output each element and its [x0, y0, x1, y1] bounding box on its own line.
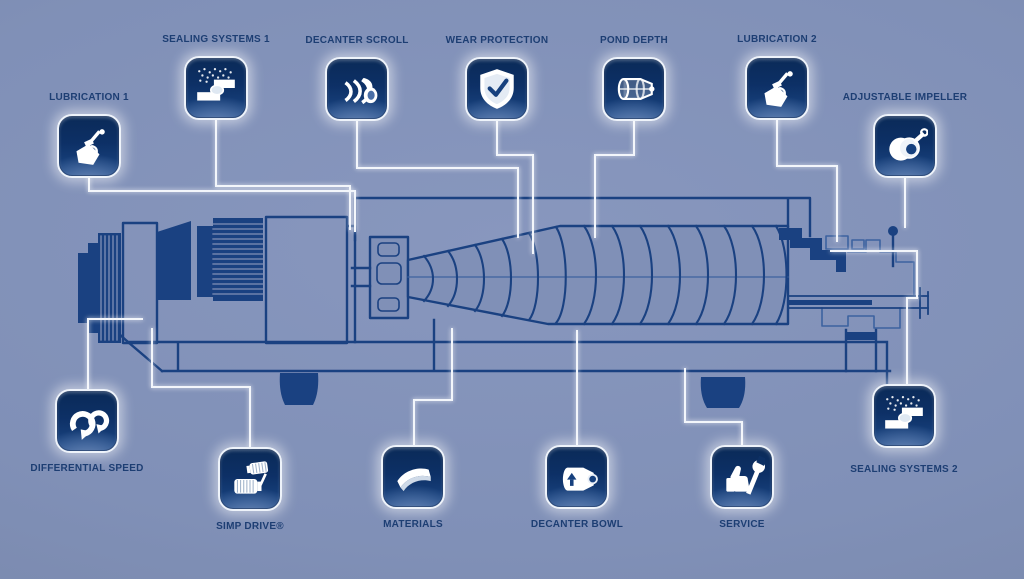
line-service [684, 368, 743, 446]
line-wear-protection [496, 119, 534, 254]
feature-wear-protection[interactable]: WEAR PROTECTION [427, 35, 567, 121]
feature-sealing-systems-1[interactable]: SEALING SYSTEMS 1 [146, 34, 286, 120]
motors-icon[interactable] [218, 447, 282, 511]
feature-label: SEALING SYSTEMS 2 [850, 464, 958, 475]
feature-label: LUBRICATION 2 [737, 34, 817, 45]
feature-sealing-systems-2[interactable]: SEALING SYSTEMS 2 [834, 384, 974, 476]
line-lubrication-2 [776, 118, 838, 242]
feature-service[interactable]: SERVICE [672, 445, 812, 531]
line-sealing-systems-2 [830, 250, 918, 386]
thumb-wrench-icon[interactable] [710, 445, 774, 509]
auger-icon[interactable] [325, 57, 389, 121]
line-materials [413, 328, 453, 446]
bowl-drum-icon[interactable] [602, 57, 666, 121]
line-lubrication-1 [88, 176, 356, 232]
feature-label: ADJUSTABLE IMPELLER [842, 92, 968, 103]
feature-decanter-scroll[interactable]: DECANTER SCROLL [287, 35, 427, 121]
line-sealing-systems-1 [215, 118, 351, 230]
feature-label: SEALING SYSTEMS 1 [162, 34, 270, 45]
sheet-icon[interactable] [381, 445, 445, 509]
feature-label: POND DEPTH [599, 35, 669, 46]
feature-label: WEAR PROTECTION [445, 35, 549, 46]
feature-materials[interactable]: MATERIALS [343, 445, 483, 531]
line-differential-speed [87, 318, 143, 390]
oil-can-icon[interactable] [745, 56, 809, 120]
feature-adjustable-impeller[interactable]: ADJUSTABLE IMPELLER [835, 92, 975, 178]
feature-lubrication-1[interactable]: LUBRICATION 1 [19, 92, 159, 178]
seal-icon[interactable] [872, 384, 936, 448]
bowl-arrow-icon[interactable] [545, 445, 609, 509]
feature-pond-depth[interactable]: POND DEPTH [564, 35, 704, 121]
feature-label: DECANTER BOWL [530, 519, 624, 530]
shield-check-icon[interactable] [465, 57, 529, 121]
line-simp-drive [151, 328, 251, 448]
feature-label: DIFFERENTIAL SPEED [30, 463, 144, 474]
seal-icon[interactable] [184, 56, 248, 120]
oil-can-icon[interactable] [57, 114, 121, 178]
line-decanter-scroll [356, 119, 519, 238]
feature-decanter-bowl[interactable]: DECANTER BOWL [507, 445, 647, 531]
impeller-icon[interactable] [873, 114, 937, 178]
feature-label: SERVICE [719, 519, 765, 530]
rotation-arrows-icon[interactable] [55, 389, 119, 453]
feature-label: LUBRICATION 1 [49, 92, 129, 103]
feature-differential-speed[interactable]: DIFFERENTIAL SPEED [17, 389, 157, 475]
feature-label: MATERIALS [383, 519, 443, 530]
feature-label: DECANTER SCROLL [305, 35, 409, 46]
feature-label: SIMP DRIVE® [216, 521, 284, 532]
line-pond-depth [594, 119, 635, 238]
feature-simp-drive[interactable]: SIMP DRIVE® [180, 447, 320, 533]
feature-lubrication-2[interactable]: LUBRICATION 2 [707, 34, 847, 120]
